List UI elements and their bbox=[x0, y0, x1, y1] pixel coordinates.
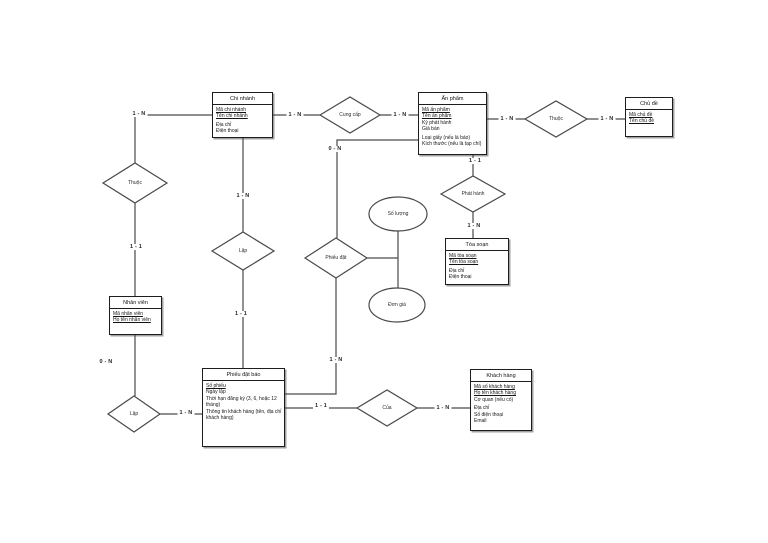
oval-label-don-gia: Đơn giá bbox=[388, 302, 406, 308]
cardinality-thuoc-chude: 1 - N bbox=[598, 116, 616, 122]
oval-don-gia bbox=[368, 287, 426, 323]
entity-attr: Điện thoại bbox=[449, 274, 472, 281]
entity-chi-nhanh: Chi nhánh Mã chi nhánh Tên chi nhánh Địa… bbox=[212, 92, 273, 138]
entity-an-pham: Ấn phẩm Mã ấn phẩm Tên ấn phẩm Kỳ phát h… bbox=[418, 92, 487, 155]
entity-attr: Mã ấn phẩm bbox=[422, 107, 450, 113]
cardinality-nhanvien-lap: 0 - N bbox=[97, 359, 115, 365]
relationship-label-thuoc-right: Thuộc bbox=[549, 116, 563, 122]
connector-phieudat-phieudatbao bbox=[285, 278, 337, 395]
relationship-label-thuoc-left: Thuộc bbox=[128, 180, 142, 186]
entity-attr: Điện thoại bbox=[216, 128, 239, 135]
cardinality-chinhanh-thuoc: 1 - N bbox=[130, 111, 148, 117]
relationship-label-lap-middle: Lập bbox=[238, 248, 248, 254]
entity-attr: Mã tòa soạn bbox=[449, 253, 477, 259]
entity-attr: Ngày lập bbox=[206, 389, 226, 396]
entity-attr: Họ tên khách hàng bbox=[474, 390, 516, 397]
entity-attr: Số phiếu bbox=[206, 383, 226, 389]
entity-attr: Mã chủ đề bbox=[629, 112, 653, 118]
entity-attr: Mã nhân viên bbox=[113, 311, 144, 317]
diamond-phieu-dat bbox=[303, 237, 369, 279]
entity-attr: Email bbox=[474, 418, 487, 425]
entity-attr: Giá bán bbox=[422, 126, 440, 133]
cardinality-cua-khachhang: 1 - N bbox=[434, 405, 452, 411]
entity-attr: Tên tòa soạn bbox=[449, 259, 479, 266]
diamond-lap-left bbox=[106, 395, 162, 433]
entity-title: Tòa soạn bbox=[446, 239, 508, 251]
diamond-cung-cap bbox=[318, 96, 382, 134]
entity-khach-hang: Khách hàng Mã số khách hàng Họ tên khách… bbox=[470, 369, 532, 431]
cardinality-thuoc-nhanvien: 1 - 1 bbox=[127, 244, 145, 250]
diamond-thuoc-right bbox=[523, 100, 589, 138]
cardinality-anpham-phathanh: 1 - 1 bbox=[466, 158, 484, 164]
cardinality-lapmid-phieudatbao: 1 - 1 bbox=[232, 311, 250, 317]
diamond-thuoc-left bbox=[101, 162, 169, 204]
entity-attr: Kỳ phát hành bbox=[422, 119, 452, 126]
entity-title: Ấn phẩm bbox=[419, 93, 486, 105]
entity-attr: Kích thước (nếu là tạp chí) bbox=[422, 141, 482, 148]
entity-title: Nhân viên bbox=[110, 297, 161, 309]
entity-attr: Tên chi nhánh bbox=[216, 113, 248, 120]
entity-attr: Địa chỉ bbox=[216, 121, 232, 128]
connector-chinhanh-thuocleft bbox=[134, 114, 212, 163]
entity-attr: Thông tin khách hàng (tên, địa chỉ khách… bbox=[206, 408, 282, 422]
entity-attr: Địa chỉ bbox=[449, 267, 465, 274]
relationship-label-cua: Của bbox=[382, 405, 392, 411]
oval-so-luong bbox=[368, 196, 428, 232]
entity-title: Chủ đề bbox=[626, 98, 672, 110]
entity-attr: Mã chi nhánh bbox=[216, 107, 247, 113]
entity-phieu-dat-bao: Phiếu đặt báo Số phiếu Ngày lập Thời hạn… bbox=[202, 368, 285, 447]
entity-attr: Số điện thoại bbox=[474, 411, 504, 418]
diamond-lap-middle bbox=[210, 231, 276, 271]
cardinality-chinhanh-lap: 1 - N bbox=[234, 193, 252, 199]
entity-attr: Họ tên nhân viên bbox=[113, 317, 151, 324]
entity-attr: Tên ấn phẩm bbox=[422, 113, 452, 120]
cardinality-chinhanh-cungcap: 1 - N bbox=[286, 112, 304, 118]
entity-attr: Địa chỉ bbox=[474, 405, 490, 412]
entity-attr: Mã số khách hàng bbox=[474, 384, 515, 390]
entity-title: Chi nhánh bbox=[213, 93, 272, 105]
diamond-cua bbox=[355, 389, 419, 427]
relationship-label-phat-hanh: Phát hành bbox=[461, 191, 485, 197]
cardinality-anpham-thuoc: 1 - N bbox=[498, 116, 516, 122]
entity-chu-de: Chủ đề Mã chủ đề Tên chủ đề bbox=[625, 97, 673, 137]
cardinality-phieudatbao-cua: 1 - 1 bbox=[312, 403, 330, 409]
entity-attr: Tên chủ đề bbox=[629, 118, 655, 125]
cardinality-phieudat-phieudatbao: 1 - N bbox=[327, 357, 345, 363]
cardinality-lap-phieudatbao: 1 - N bbox=[177, 410, 195, 416]
relationship-label-cung-cap: Cung cấp bbox=[339, 112, 361, 118]
entity-attr: Thời hạn đăng ký (3, 6, hoặc 12 tháng) bbox=[206, 395, 277, 409]
diamond-phat-hanh bbox=[439, 175, 507, 213]
cardinality-cungcap-anpham: 1 - N bbox=[391, 112, 409, 118]
entity-toa-soan: Tòa soạn Mã tòa soạn Tên tòa soạn Địa ch… bbox=[445, 238, 509, 285]
relationship-label-phieu-dat: Phiếu đặt bbox=[325, 255, 347, 261]
entity-nhan-vien: Nhân viên Mã nhân viên Họ tên nhân viên bbox=[109, 296, 162, 335]
relationship-label-lap-left: Lập bbox=[129, 411, 139, 417]
cardinality-anpham-phieudat: 0 - N bbox=[326, 146, 344, 152]
connector-anpham-phieudat bbox=[336, 139, 418, 238]
entity-title: Phiếu đặt báo bbox=[203, 369, 284, 381]
entity-title: Khách hàng bbox=[471, 370, 531, 382]
cardinality-phathanh-toasoan: 1 - N bbox=[465, 223, 483, 229]
oval-label-so-luong: Số lượng bbox=[387, 211, 409, 217]
entity-attr: Cơ quan (nếu có) bbox=[474, 396, 514, 403]
entity-attr: Loại giấy (nếu là báo) bbox=[422, 134, 471, 141]
